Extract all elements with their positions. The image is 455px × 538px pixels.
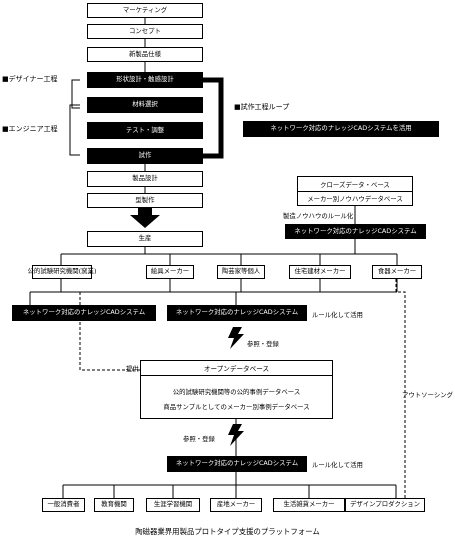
lower-org-box: 産地メーカー [210, 498, 262, 512]
provide-label: 提供 [126, 365, 139, 373]
open-db-title: オープンデータベース [141, 361, 332, 376]
closed-db-title: クローズデータ・ベース [298, 177, 412, 192]
upper-org-box: 絵具メーカー [146, 265, 194, 279]
open-database-box: オープンデータベース 公的試験研究機関等の公的事例データベース 商品サンプルとし… [140, 360, 333, 419]
lower-org-box: デザインプロダクション [345, 498, 425, 512]
engineer-process-label: ■エンジニア工程 [2, 125, 58, 133]
prototype-loop-label: ■試作工程ループ [234, 103, 290, 111]
lower-org-box: 一般消費者 [42, 498, 85, 512]
rule-apply-label: ルール化して活用 [312, 311, 363, 319]
product-design-box: 製品設計 [87, 171, 203, 187]
concept-box: コンセプト [87, 24, 203, 39]
upper-org-box: 食器メーカー [372, 265, 422, 279]
bottom-system-box: ネットワーク対応のナレッジCADシステム [167, 456, 307, 472]
upper-org-box: 陶芸家等個人 [217, 265, 265, 279]
closed-database-box: クローズデータ・ベース メーカー別ノウハウデータベース [297, 176, 413, 206]
figure-caption: 陶磁器業界用製品プロトタイプ支援のプラットフォーム [135, 527, 320, 536]
open-db-line2: 商品サンプルとしてのメーカー別事例データベース [163, 403, 310, 411]
rule-apply-label: ルール化して活用 [312, 461, 363, 469]
mid-system-left-box: ネットワーク対応のナレッジCADシステム [12, 305, 156, 321]
production-box: 生産 [87, 231, 203, 247]
mold-making-box: 型製作 [87, 193, 203, 208]
rule-note-label: 製造ノウハウのルール化 [283, 212, 354, 220]
mid-system-center-box: ネットワーク対応のナレッジCADシステム [167, 305, 307, 321]
designer-process-label: ■デザイナー工程 [2, 75, 58, 83]
marketing-box: マーケティング [87, 3, 203, 18]
outsourcing-label: アウトソーシング [402, 391, 453, 399]
lower-org-box: 生涯学習機関 [146, 498, 200, 512]
closed-db-subtitle: メーカー別ノウハウデータベース [307, 195, 403, 203]
test-adjust-box: テスト・調整 [87, 122, 203, 139]
upper-org-box: 公的試験研究機関(窯業) [28, 265, 96, 279]
upper-org-box: 住宅建材メーカー [289, 265, 351, 279]
new-spec-box: 新製品仕様 [87, 47, 203, 62]
closed-db-system-box: ネットワーク対応のナレッジCADシステム [285, 224, 426, 239]
prototype-box: 試作 [87, 148, 203, 164]
ref-register-label: 参照・登録 [183, 435, 215, 443]
loop-system-box: ネットワーク対応のナレッジCADシステムを活用 [243, 121, 439, 137]
shape-design-box: 形状設計・触感設計 [87, 72, 203, 88]
open-db-line1: 公的試験研究機関等の公的事例データベース [172, 388, 301, 396]
lower-org-box: 生活雑貨メーカー [273, 498, 345, 512]
ref-register-label: 参照・登録 [247, 340, 279, 348]
lower-org-box: 教育機関 [94, 498, 134, 512]
material-selection-box: 材料選択 [87, 97, 203, 113]
